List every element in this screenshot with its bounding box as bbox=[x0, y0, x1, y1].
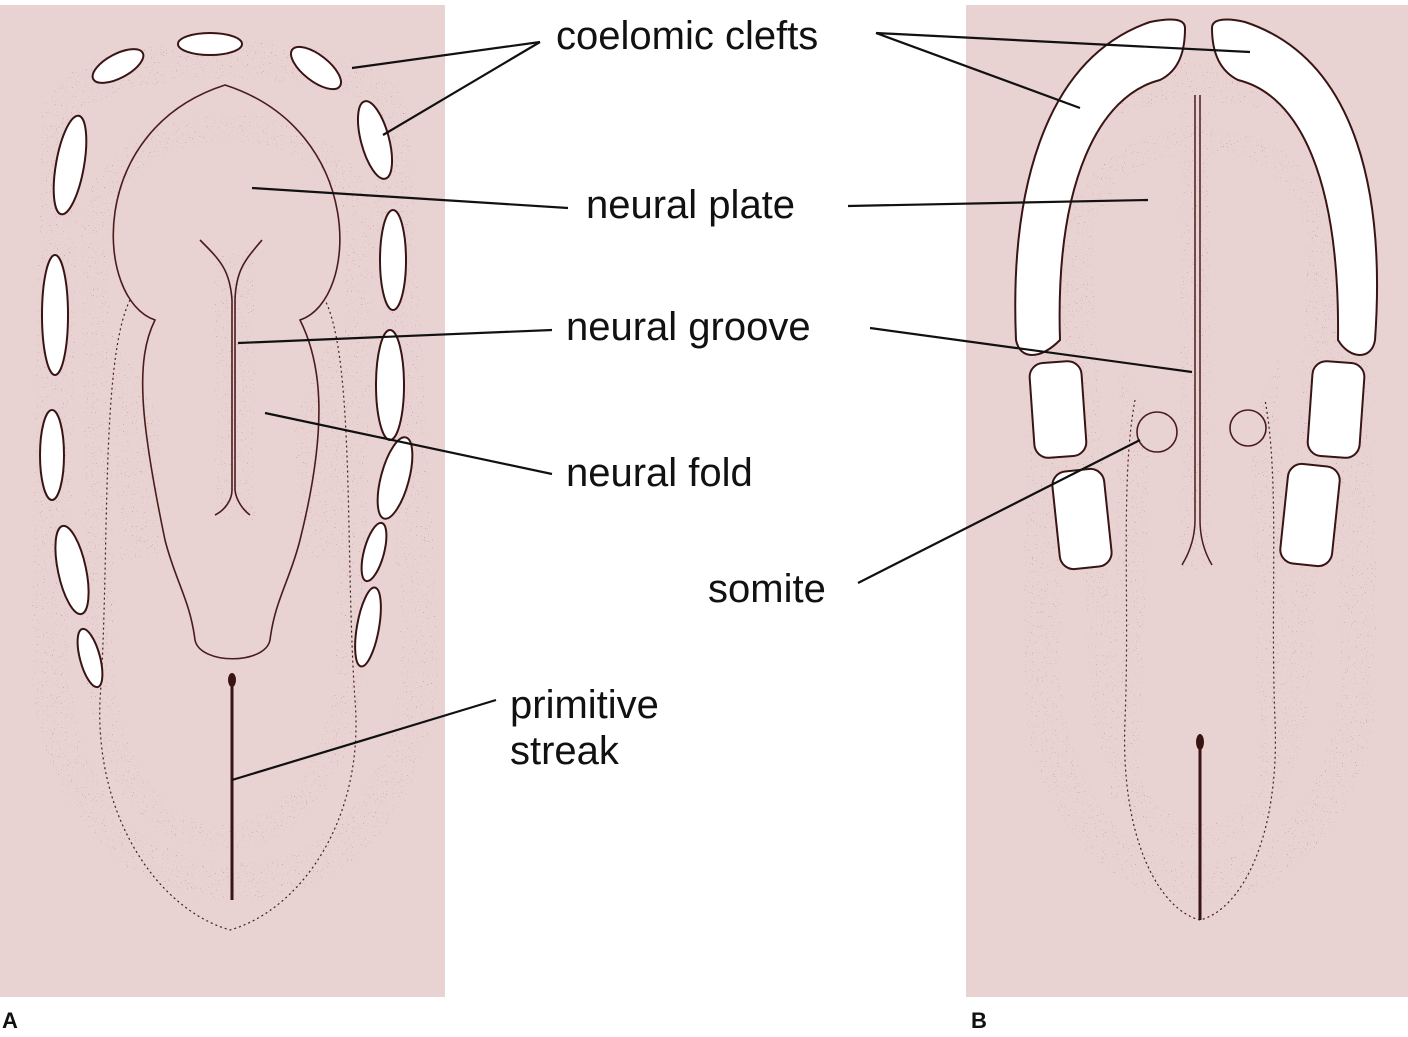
primitive-node-b bbox=[1196, 734, 1204, 750]
panel-a bbox=[0, 5, 445, 997]
somite-bud-left bbox=[1137, 412, 1177, 452]
label-somite: somite bbox=[708, 568, 826, 610]
label-neural-groove: neural groove bbox=[566, 306, 811, 348]
panel-b bbox=[966, 5, 1408, 997]
cleft-a7 bbox=[42, 255, 68, 375]
label-streak: streak bbox=[510, 730, 619, 772]
label-coelomic-clefts: coelomic clefts bbox=[556, 15, 818, 57]
cleft-a8 bbox=[376, 330, 404, 440]
label-primitive: primitive bbox=[510, 684, 659, 726]
somite-bud-right bbox=[1230, 410, 1266, 446]
panel-label-b: B bbox=[971, 1008, 987, 1034]
primitive-node-a bbox=[228, 673, 236, 687]
panel-label-a: A bbox=[2, 1008, 18, 1034]
somite-b1 bbox=[1029, 360, 1088, 458]
somite-b3 bbox=[1307, 360, 1366, 458]
somite-b2 bbox=[1051, 468, 1113, 571]
somite-b4 bbox=[1279, 463, 1341, 568]
cleft-a2 bbox=[178, 33, 242, 55]
label-neural-plate: neural plate bbox=[586, 184, 795, 226]
label-neural-fold: neural fold bbox=[566, 452, 753, 494]
cleft-a6 bbox=[380, 210, 406, 310]
cleft-a9 bbox=[40, 410, 64, 500]
